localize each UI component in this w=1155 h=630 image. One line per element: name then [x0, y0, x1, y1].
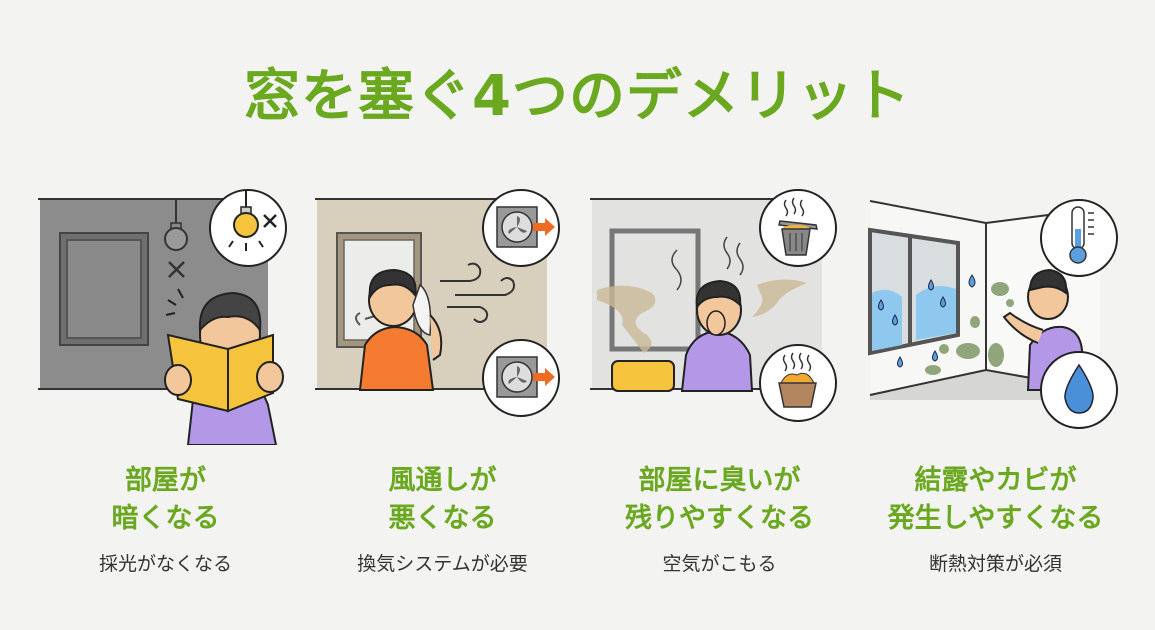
caption-condensation-mold: 断熱対策が必須: [928, 553, 1062, 575]
heading-line1: 風通しが: [388, 465, 497, 496]
heading-line1: 結露やカビが: [914, 465, 1077, 496]
smelly-trash-can-icon: [759, 189, 837, 267]
heading-line2: 暗くなる: [111, 503, 220, 534]
lightbulb-off-icon: [209, 189, 287, 267]
condensation-illustration: [868, 199, 1118, 429]
heading-line2: 残りやすくなる: [625, 503, 814, 534]
card-dark-room: [28, 185, 303, 445]
heading-dark-room: 部屋が 暗くなる: [28, 462, 303, 538]
heading-poor-ventilation: 風通しが 悪くなる: [305, 462, 580, 538]
water-drop-icon: [1040, 351, 1118, 429]
caption-poor-ventilation: 換気システムが必要: [357, 553, 528, 575]
card-odor: [582, 185, 857, 445]
dark-room-illustration: [38, 189, 287, 445]
smelly-food-bowl-icon: [759, 344, 837, 422]
heading-line1: 部屋に臭いが: [638, 465, 801, 496]
heading-condensation-mold: 結露やカビが 発生しやすくなる: [858, 462, 1133, 538]
heading-line1: 部屋が: [125, 465, 206, 496]
heading-odor: 部屋に臭いが 残りやすくなる: [582, 462, 857, 538]
card-condensation-mold: [858, 185, 1133, 445]
exhaust-fan-icon-bottom: [482, 339, 560, 417]
caption-dark-room: 採光がなくなる: [98, 553, 232, 575]
page-title: 窓を塞ぐ4つのデメリット: [244, 64, 911, 129]
heading-line2: 発生しやすくなる: [887, 503, 1104, 534]
odor-illustration: [590, 189, 837, 422]
ventilation-illustration: [315, 189, 560, 417]
heading-line2: 悪くなる: [388, 503, 497, 534]
thermometer-icon: [1040, 199, 1118, 277]
exhaust-fan-icon-top: [482, 189, 560, 267]
card-poor-ventilation: [305, 185, 580, 445]
caption-odor: 空気がこもる: [662, 553, 777, 575]
